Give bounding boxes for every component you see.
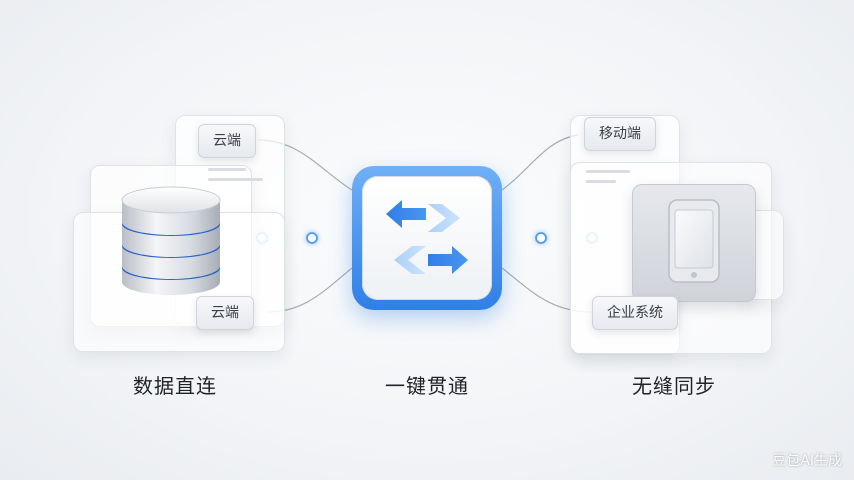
left-text-line-1 bbox=[208, 168, 246, 171]
left-tag-cloud-bottom: 云端 bbox=[196, 296, 254, 330]
left-text-line-2 bbox=[208, 178, 263, 181]
watermark: 豆包AI生成 bbox=[772, 453, 842, 469]
center-caption: 一键贯通 bbox=[385, 374, 469, 398]
left-tag-cloud-top: 云端 bbox=[198, 124, 256, 158]
center-hub-tile bbox=[362, 176, 492, 300]
right-tag-mobile: 移动端 bbox=[584, 117, 656, 151]
left-node-inner bbox=[306, 232, 318, 244]
right-connector-top bbox=[501, 134, 579, 191]
left-caption: 数据直连 bbox=[133, 374, 217, 398]
right-text-line-2 bbox=[586, 180, 616, 183]
right-text-line-1 bbox=[586, 170, 630, 173]
right-tag-enterprise: 企业系统 bbox=[592, 296, 678, 330]
right-node-inner bbox=[535, 232, 547, 244]
right-caption: 无缝同步 bbox=[632, 374, 716, 398]
